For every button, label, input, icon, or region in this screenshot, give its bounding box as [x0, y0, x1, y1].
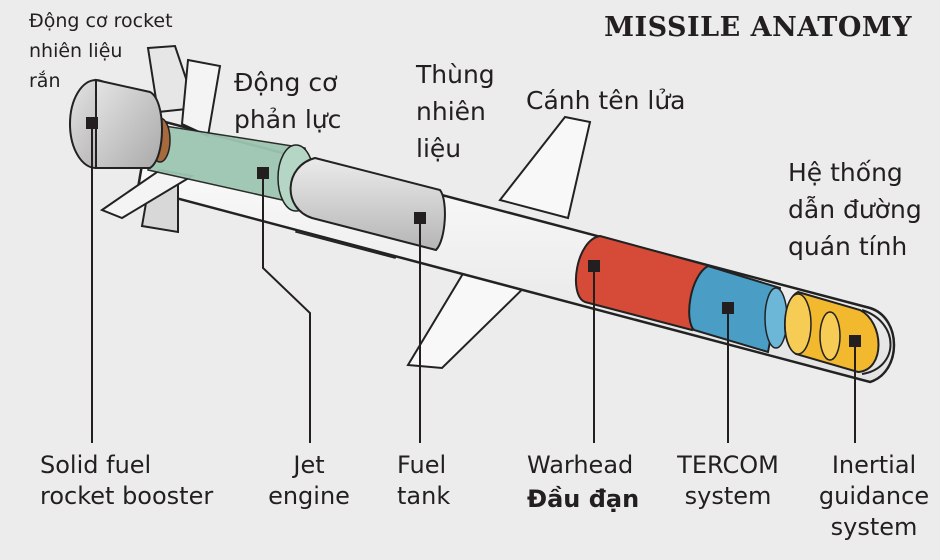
warhead: [575, 234, 712, 332]
label-vn-wing: Cánh tên lửa: [526, 86, 686, 115]
marker-jet-engine: [257, 167, 269, 179]
marker-tercom: [722, 302, 734, 314]
label-vn-booster: Động cơ rocket nhiên liệu rắn: [29, 10, 173, 92]
label-vn-guidance: Hệ thống dẫn đường quán tính: [788, 158, 922, 261]
label-vn-jet-engine: Động cơ phản lực: [234, 68, 342, 134]
marker-fuel-tank: [414, 212, 426, 224]
label-en-booster: Solid fuel rocket booster: [40, 451, 214, 510]
guidance-ring-2: [819, 311, 841, 361]
marker-guidance: [849, 335, 861, 347]
fuel-tank: [289, 156, 446, 252]
label-en-tercom: TERCOM system: [677, 451, 779, 510]
booster-casing: [95, 78, 163, 169]
nose-cone: [861, 309, 892, 375]
leader-jet-engine: [262, 179, 311, 443]
tercom-system: [688, 264, 782, 354]
diagram-title: MISSILE ANATOMY: [604, 12, 912, 43]
label-en-guidance: Inertial guidance system: [818, 451, 930, 541]
tercom-ring: [764, 287, 788, 349]
guidance-ring-1: [784, 293, 812, 355]
label-en-warhead: Warhead: [527, 451, 634, 479]
marker-booster: [86, 117, 98, 129]
label-en-jet-engine: Jet engine: [268, 451, 350, 510]
tail-fin-top-right: [180, 58, 222, 138]
label-en-fuel-tank: Fuel tank: [397, 451, 451, 510]
upper-wing: [498, 115, 592, 220]
label-vn-fuel-tank: Thùng nhiên liệu: [416, 60, 495, 163]
label-vn-warhead: Đầu đạn: [527, 485, 640, 513]
marker-warhead: [588, 260, 600, 272]
